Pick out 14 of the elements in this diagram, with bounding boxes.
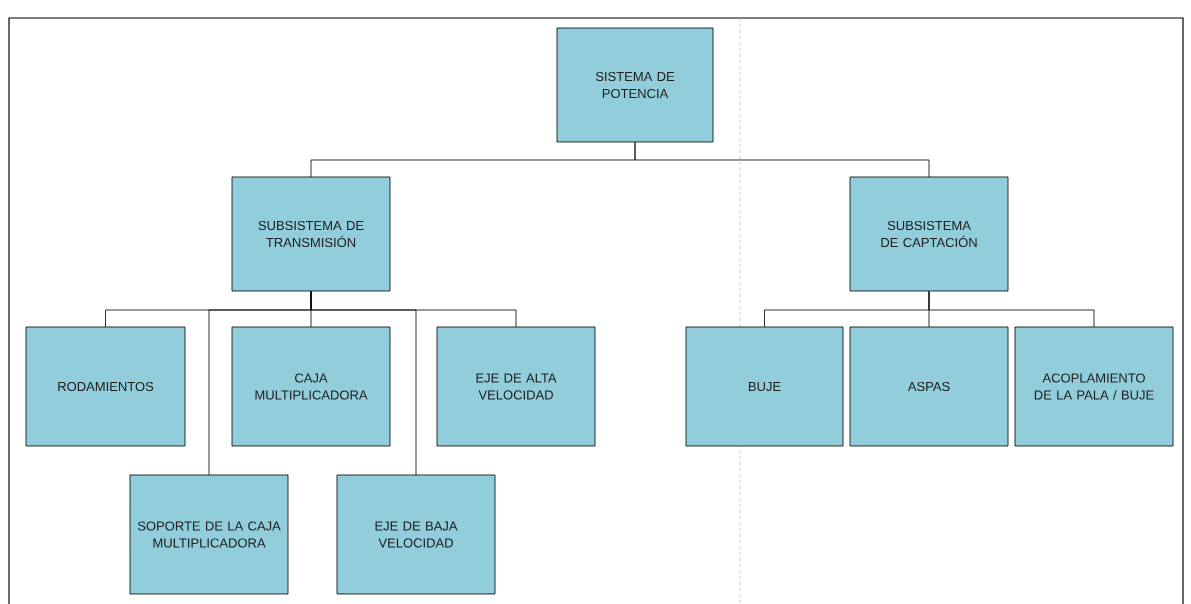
component-box: BUJE — [685, 326, 844, 447]
component-box: EJE DE ALTA VELOCIDAD — [436, 326, 596, 447]
component-box: SUBSISTEMA DE TRANSMISIÓN — [231, 176, 391, 292]
component-box: RODAMIENTOS — [25, 326, 186, 447]
component-box: SOPORTE DE LA CAJA MULTIPLICADORA — [129, 474, 289, 595]
component-box: ASPAS — [849, 326, 1009, 447]
component-box: ACOPLAMIENTO DE LA PALA / BUJE — [1014, 326, 1174, 447]
component-box: SUBSISTEMA DE CAPTACIÓN — [849, 176, 1009, 292]
component-box: CAJA MULTIPLICADORA — [231, 326, 391, 447]
component-box: SISTEMA DE POTENCIA — [556, 27, 714, 143]
component-box: EJE DE BAJA VELOCIDAD — [336, 474, 496, 595]
connector-line — [928, 291, 1095, 328]
connector-line — [310, 291, 517, 328]
connector-line — [634, 142, 930, 178]
